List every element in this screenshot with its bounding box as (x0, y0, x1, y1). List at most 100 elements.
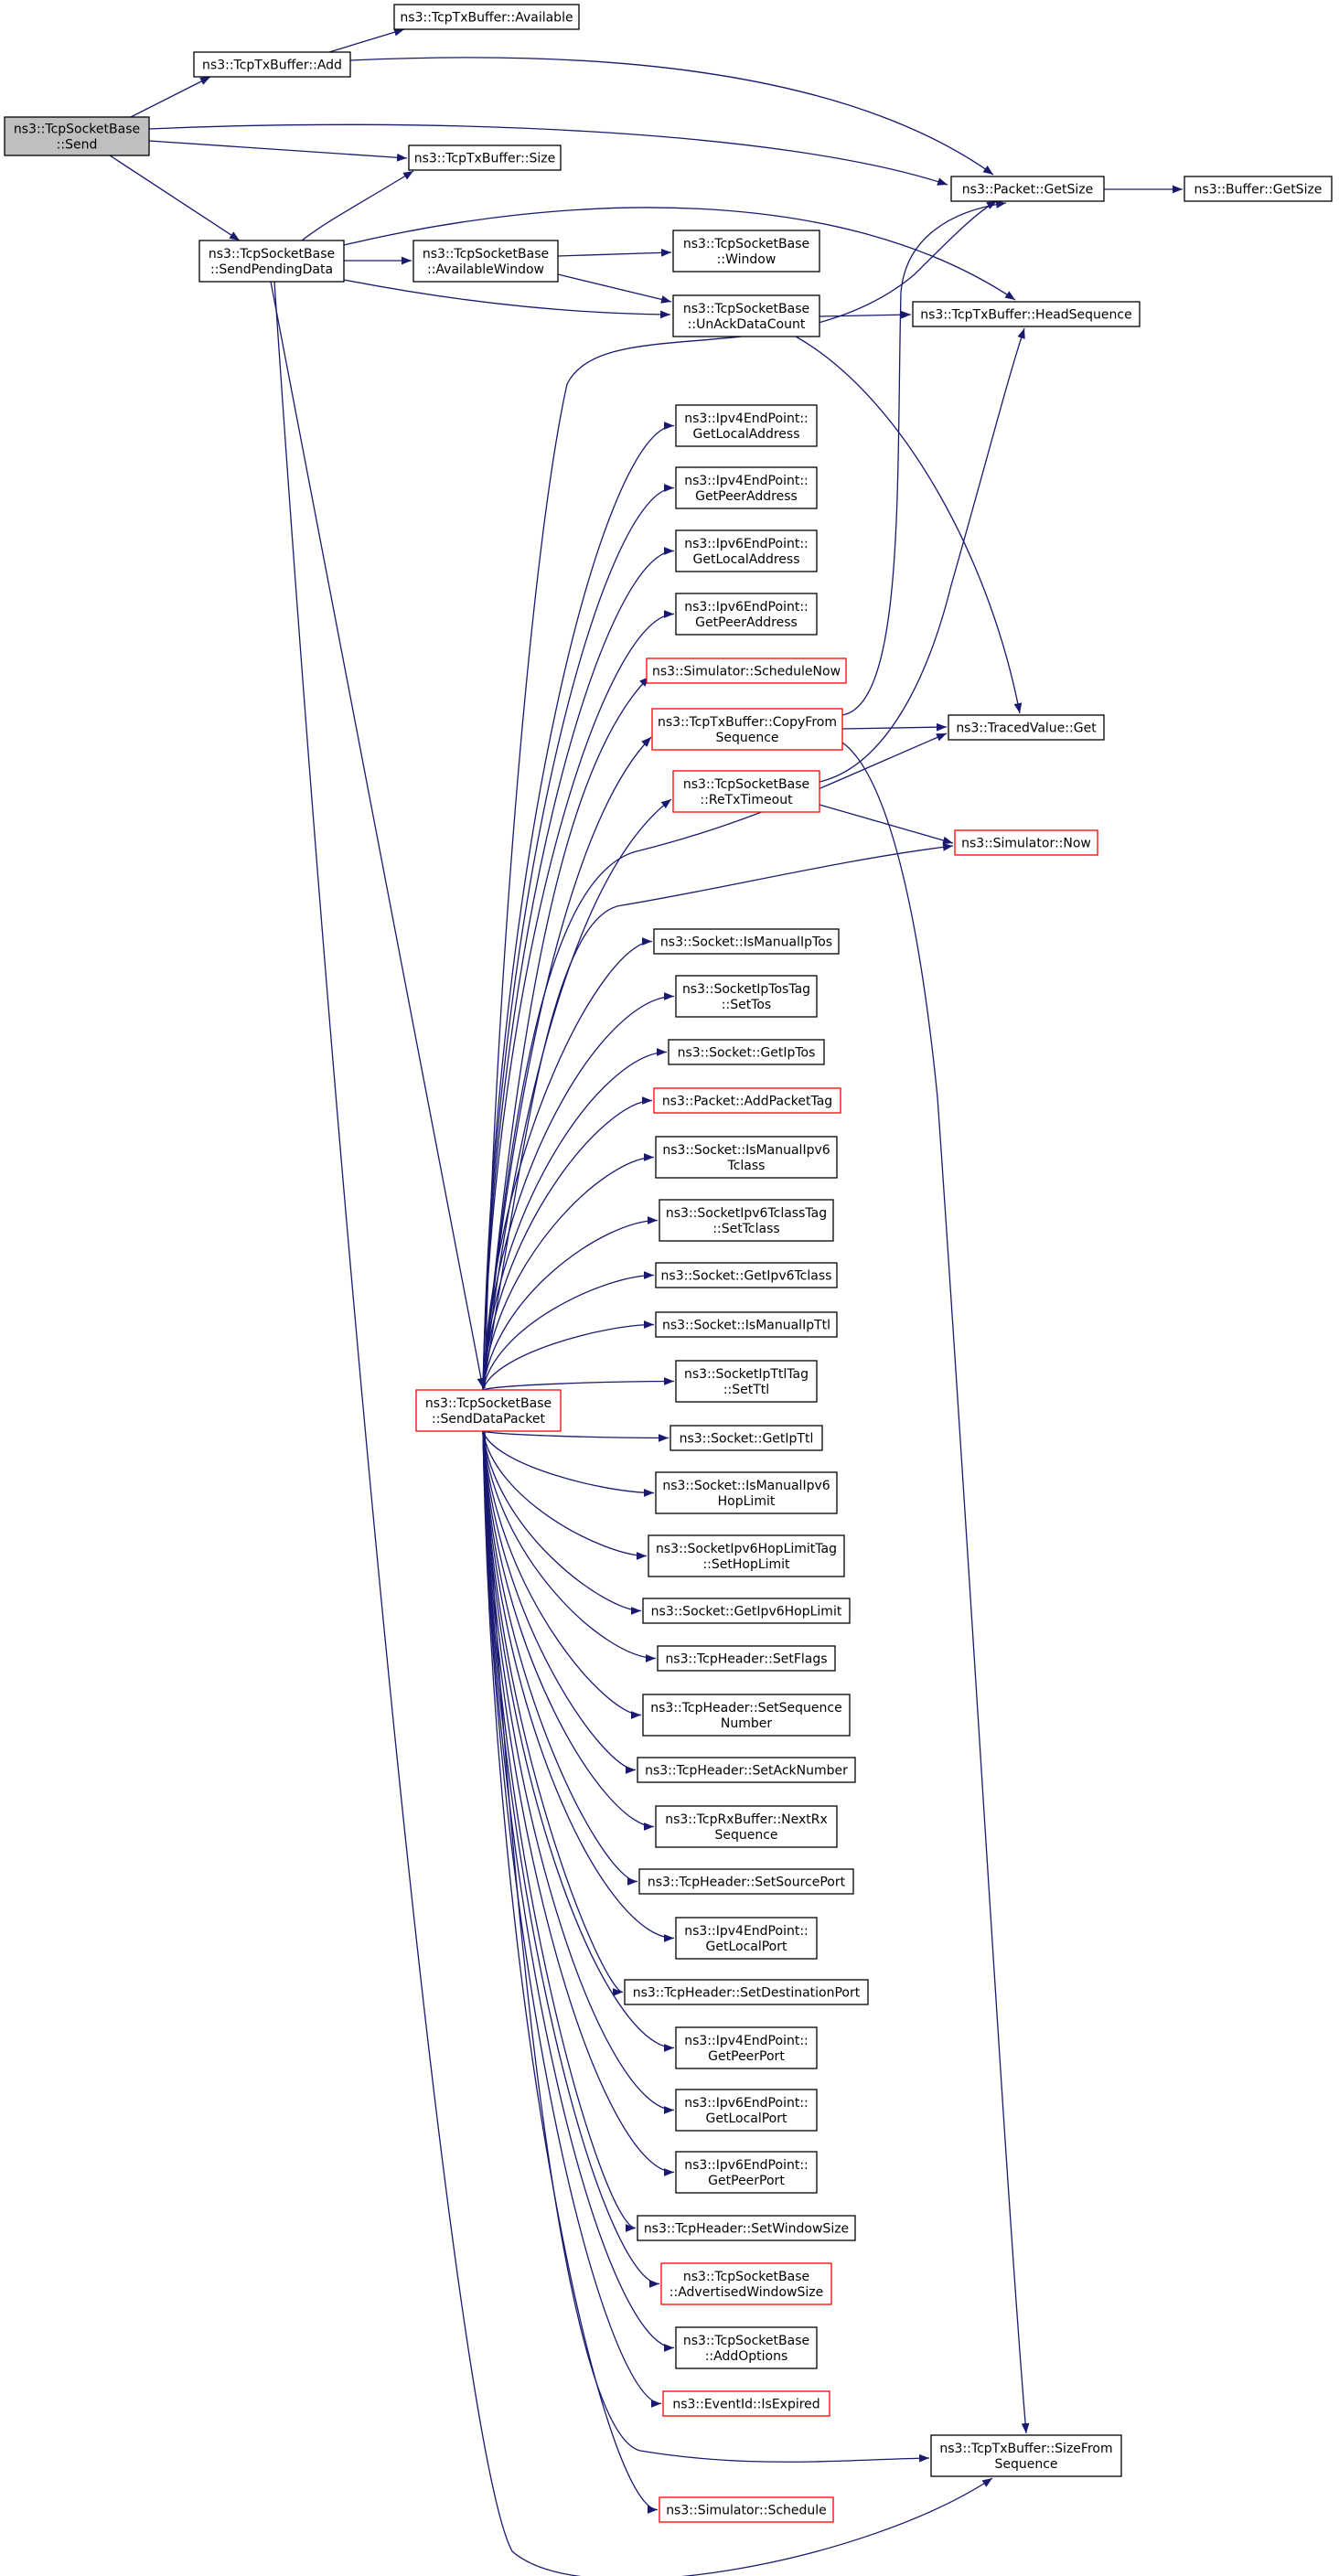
node-box[interactable] (646, 657, 847, 684)
node-box[interactable] (651, 708, 843, 751)
node-sendpending[interactable]: ns3::TcpSocketBase::SendPendingData (198, 240, 345, 283)
node-box[interactable] (198, 240, 345, 283)
node-box[interactable] (672, 230, 820, 273)
node-box[interactable] (660, 2262, 832, 2305)
node-ipv6_localport[interactable]: ns3::Ipv6EndPoint::GetLocalPort (675, 2089, 818, 2132)
node-available[interactable]: ns3::TcpTxBuffer::Available (393, 4, 580, 30)
node-box[interactable] (653, 1087, 841, 1114)
node-size[interactable]: ns3::TcpTxBuffer::Size (408, 144, 562, 171)
node-box[interactable] (675, 529, 818, 572)
node-box[interactable] (655, 1136, 838, 1179)
node-ipv6_peerport[interactable]: ns3::Ipv6EndPoint::GetPeerPort (675, 2151, 818, 2194)
node-schedulenow[interactable]: ns3::Simulator::ScheduleNow (646, 657, 847, 684)
node-headseq[interactable]: ns3::TcpTxBuffer::HeadSequence (912, 301, 1141, 327)
node-getipv6hop[interactable]: ns3::Socket::GetIpv6HopLimit (642, 1598, 851, 1624)
node-sendpacket[interactable]: ns3::TcpSocketBase::SendDataPacket (415, 1389, 562, 1432)
node-box[interactable] (655, 1262, 838, 1288)
node-getiptos[interactable]: ns3::Socket::GetIpTos (668, 1039, 825, 1065)
node-box[interactable] (415, 1389, 562, 1432)
node-packet_getsize[interactable]: ns3::Packet::GetSize (950, 176, 1105, 202)
node-ipv4_localport[interactable]: ns3::Ipv4EndPoint::GetLocalPort (675, 1917, 818, 1960)
node-box[interactable] (655, 1311, 838, 1338)
node-tracedget[interactable]: ns3::TracedValue::Get (948, 714, 1105, 741)
node-box[interactable] (1184, 176, 1333, 202)
node-getipv6tclass[interactable]: ns3::Socket::GetIpv6Tclass (655, 1262, 838, 1288)
node-advwindow[interactable]: ns3::TcpSocketBase::AdvertisedWindowSize (660, 2262, 832, 2305)
node-sethoplimit[interactable]: ns3::SocketIpv6HopLimitTag::SetHopLimit (648, 1534, 845, 1577)
node-unack[interactable]: ns3::TcpSocketBase::UnAckDataCount (672, 294, 820, 337)
node-ipv6_local[interactable]: ns3::Ipv6EndPoint::GetLocalAddress (675, 529, 818, 572)
node-addpackettag[interactable]: ns3::Packet::AddPacketTag (653, 1087, 841, 1114)
node-availwindow[interactable]: ns3::TcpSocketBase::AvailableWindow (412, 240, 559, 283)
node-schedule[interactable]: ns3::Simulator::Schedule (659, 2496, 834, 2523)
node-box[interactable] (675, 466, 818, 509)
node-box[interactable] (412, 240, 559, 283)
node-ipv4_peerport[interactable]: ns3::Ipv4EndPoint::GetPeerPort (675, 2026, 818, 2069)
node-settos[interactable]: ns3::SocketIpTosTag::SetTos (675, 975, 818, 1018)
node-isexpired[interactable]: ns3::EventId::IsExpired (662, 2390, 830, 2417)
node-setdstport[interactable]: ns3::TcpHeader::SetDestinationPort (624, 1979, 869, 2005)
node-window[interactable]: ns3::TcpSocketBase::Window (672, 230, 820, 273)
node-box[interactable] (675, 1360, 818, 1403)
node-retx[interactable]: ns3::TcpSocketBase::ReTxTimeout (672, 770, 820, 813)
node-box[interactable] (653, 928, 840, 955)
node-box[interactable] (675, 1917, 818, 1960)
node-box[interactable] (662, 2390, 830, 2417)
node-box[interactable] (393, 4, 580, 30)
node-box[interactable] (4, 116, 150, 156)
node-box[interactable] (930, 2434, 1122, 2477)
node-box[interactable] (659, 2496, 834, 2523)
node-ismanualiptos[interactable]: ns3::Socket::IsManualIpTos (653, 928, 840, 955)
node-box[interactable] (655, 1471, 838, 1514)
node-box[interactable] (668, 1039, 825, 1065)
node-box[interactable] (193, 51, 351, 78)
node-ismanualipttl[interactable]: ns3::Socket::IsManualIpTtl (655, 1311, 838, 1338)
node-send[interactable]: ns3::TcpSocketBase::Send (4, 116, 150, 156)
node-box[interactable] (675, 2026, 818, 2069)
node-setttl[interactable]: ns3::SocketIpTtlTag::SetTtl (675, 1360, 818, 1403)
node-box[interactable] (912, 301, 1141, 327)
node-box[interactable] (642, 1694, 851, 1737)
node-box[interactable] (675, 2326, 818, 2369)
node-add[interactable]: ns3::TcpTxBuffer::Add (193, 51, 351, 78)
node-box[interactable] (670, 1425, 823, 1451)
node-box[interactable] (624, 1979, 869, 2005)
node-box[interactable] (637, 1757, 856, 1783)
node-box[interactable] (950, 176, 1105, 202)
node-box[interactable] (672, 294, 820, 337)
node-ipv4_peer[interactable]: ns3::Ipv4EndPoint::GetPeerAddress (675, 466, 818, 509)
node-simnow[interactable]: ns3::Simulator::Now (954, 829, 1098, 856)
node-getipttl[interactable]: ns3::Socket::GetIpTtl (670, 1425, 823, 1451)
node-box[interactable] (675, 2089, 818, 2132)
node-setsrcport[interactable]: ns3::TcpHeader::SetSourcePort (638, 1868, 854, 1895)
node-settclass[interactable]: ns3::SocketIpv6TclassTag::SetTclass (659, 1199, 834, 1242)
node-box[interactable] (655, 1805, 838, 1848)
node-ipv6_peer[interactable]: ns3::Ipv6EndPoint::GetPeerAddress (675, 593, 818, 636)
node-box[interactable] (948, 714, 1105, 741)
node-box[interactable] (657, 1645, 836, 1672)
node-box[interactable] (659, 1199, 834, 1242)
node-box[interactable] (642, 1598, 851, 1624)
node-box[interactable] (638, 1868, 854, 1895)
node-box[interactable] (672, 770, 820, 813)
node-buffer_getsize[interactable]: ns3::Buffer::GetSize (1184, 176, 1333, 202)
node-setflags[interactable]: ns3::TcpHeader::SetFlags (657, 1645, 836, 1672)
node-addoptions[interactable]: ns3::TcpSocketBase::AddOptions (675, 2326, 818, 2369)
node-box[interactable] (675, 593, 818, 636)
node-box[interactable] (675, 404, 818, 447)
node-ipv4_local[interactable]: ns3::Ipv4EndPoint::GetLocalAddress (675, 404, 818, 447)
node-setwindowsize[interactable]: ns3::TcpHeader::SetWindowSize (637, 2215, 856, 2241)
node-box[interactable] (675, 2151, 818, 2194)
node-box[interactable] (675, 975, 818, 1018)
node-box[interactable] (637, 2215, 856, 2241)
node-box[interactable] (408, 144, 562, 171)
node-box[interactable] (954, 829, 1098, 856)
node-box[interactable] (648, 1534, 845, 1577)
node-setack[interactable]: ns3::TcpHeader::SetAckNumber (637, 1757, 856, 1783)
